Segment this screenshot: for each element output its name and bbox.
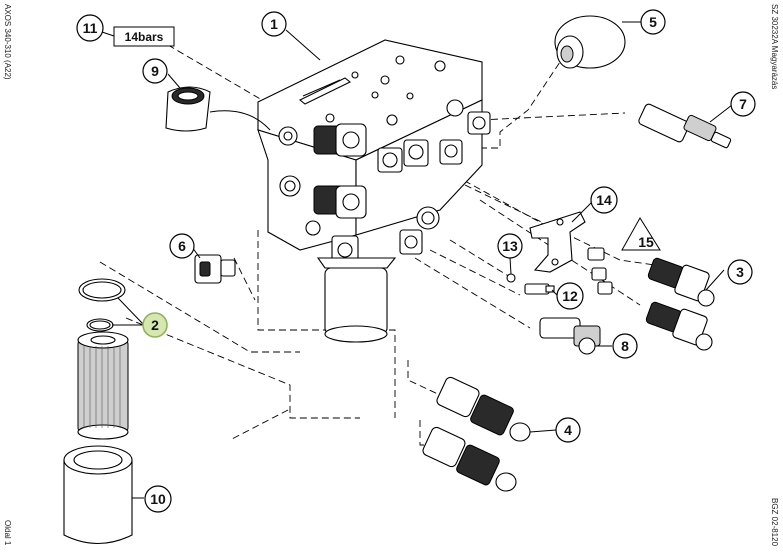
svg-text:13: 13	[502, 238, 518, 254]
callout-8: 8	[612, 333, 638, 359]
callout-2: 2	[142, 312, 168, 338]
callout-13: 13	[497, 233, 523, 259]
seal-kit-bag	[165, 86, 211, 132]
callout-7: 7	[730, 91, 756, 117]
valve-pair	[422, 376, 531, 492]
svg-text:1: 1	[270, 16, 278, 32]
callout-3: 3	[727, 259, 753, 285]
solenoid-valve-pair	[645, 257, 715, 351]
callout-1: 1	[261, 11, 287, 37]
small-fittings	[506, 273, 555, 295]
svg-text:9: 9	[151, 63, 159, 79]
callout-14: 14	[590, 186, 618, 214]
filter-bowl	[63, 445, 133, 544]
accumulator-part	[554, 15, 632, 69]
hydraulic-valve-block	[257, 39, 491, 343]
svg-text:4: 4	[564, 422, 572, 438]
svg-text:8: 8	[621, 338, 629, 354]
svg-text:5: 5	[649, 14, 657, 30]
callout-9: 9	[142, 58, 168, 84]
callout-6: 6	[169, 233, 195, 259]
svg-text:15: 15	[638, 234, 654, 250]
svg-text:11: 11	[83, 20, 98, 36]
svg-text:10: 10	[150, 491, 166, 507]
valve-cartridge	[539, 317, 601, 355]
bracket-part	[529, 211, 586, 273]
callout-5: 5	[640, 9, 666, 35]
screw-set	[587, 247, 613, 295]
callout-11: 11	[76, 14, 104, 42]
callout-4: 4	[555, 417, 581, 443]
pressure-label-box: 14bars	[113, 26, 175, 47]
svg-text:2: 2	[151, 317, 159, 333]
svg-text:3: 3	[736, 264, 744, 280]
callout-12: 12	[556, 282, 584, 310]
svg-text:6: 6	[178, 238, 186, 254]
filter-element	[77, 331, 129, 440]
svg-text:14: 14	[596, 192, 612, 208]
o-ring-set	[78, 278, 126, 332]
svg-text:7: 7	[739, 96, 747, 112]
callout-15: 15	[638, 234, 654, 250]
pressure-label-text: 14bars	[125, 30, 164, 44]
callout-10: 10	[144, 485, 172, 513]
highlight-callout-circle	[142, 312, 168, 338]
svg-text:12: 12	[562, 288, 578, 304]
pressure-sensor-part	[638, 103, 732, 149]
sensor-part	[194, 254, 236, 284]
